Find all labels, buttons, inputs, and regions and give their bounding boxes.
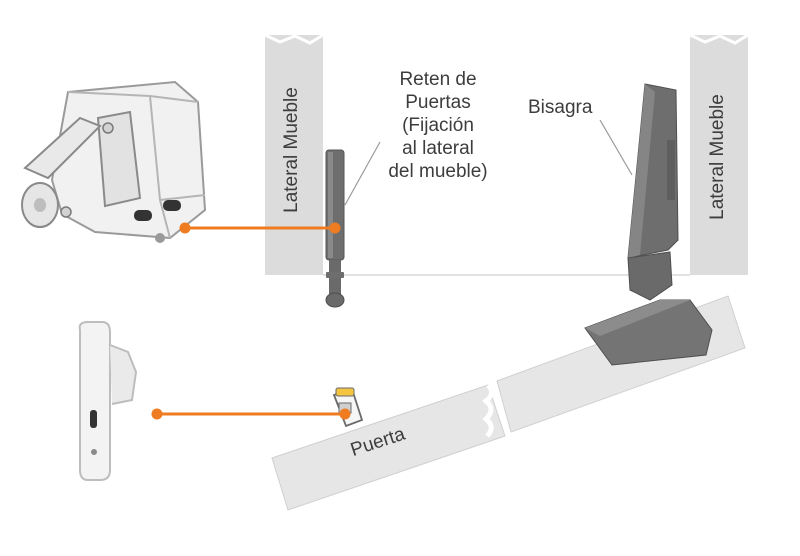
connector-line-catch [179,222,341,234]
catch-callout-line-5: del mueble) [388,161,488,182]
catch-pin [325,149,345,308]
leader-line-hinge [599,119,633,176]
leader-line-catch [344,141,381,206]
connector-line-strike [151,408,351,420]
hinge-label: Bisagra [528,97,593,118]
catch-callout: Reten de Puertas (Fijación al lateral de… [378,68,498,183]
catch-callout-line-4: al lateral [402,138,474,159]
concealed-hinge [584,83,713,366]
strike-plate [78,321,138,481]
cabinet-side-panel-right [689,33,749,275]
cabinet-side-panel-left [264,33,324,275]
catch-callout-line-3: (Fijación [402,115,474,136]
push-catch-mechanism [21,80,207,243]
cabinet-side-right-label: Lateral Mueble [707,94,728,220]
door-strike-bracket [332,387,364,428]
cabinet-side-left-label: Lateral Mueble [281,87,302,213]
catch-callout-line-2: Puertas [405,92,471,113]
catch-callout-line-1: Reten de [399,69,477,90]
